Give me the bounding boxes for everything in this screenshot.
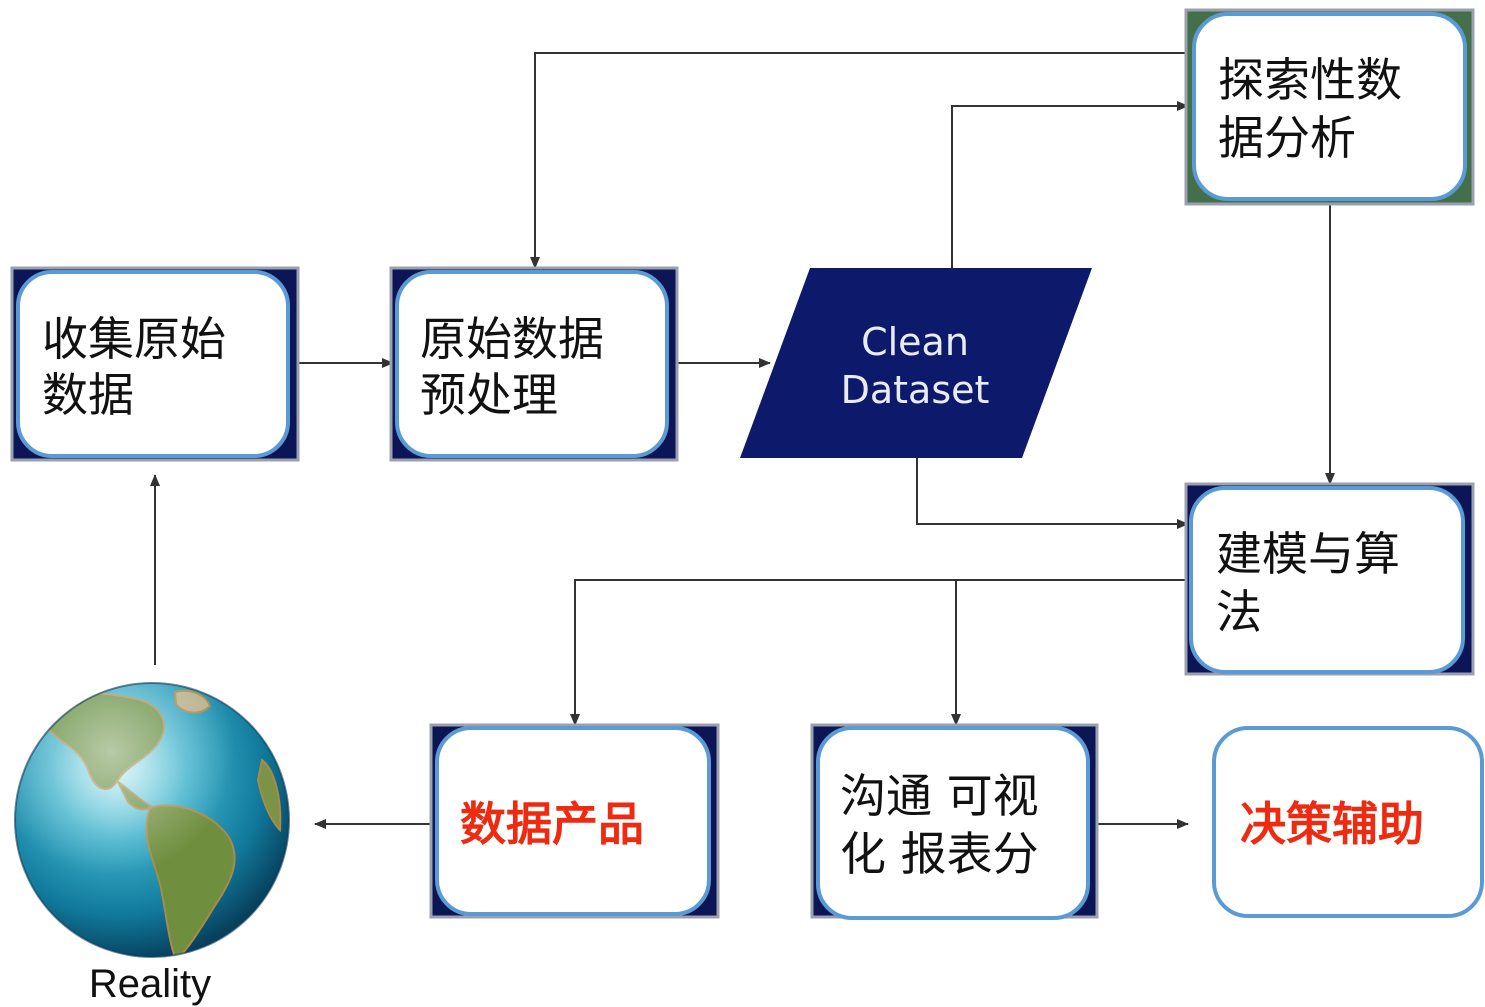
node-label: 沟通 可视化 报表分 <box>840 769 1039 881</box>
node-label: 数据产品 <box>460 797 644 851</box>
arrow-modeling-to-product <box>570 579 1188 726</box>
node-eda: 探索性数据分析 <box>1184 8 1475 206</box>
node-data-product: 数据产品 <box>429 723 720 919</box>
node-label: 收集原始数据 <box>42 312 226 422</box>
node-modeling: 建模与算法 <box>1184 482 1475 676</box>
node-preprocess: 原始数据预处理 <box>389 266 679 462</box>
node-communicate: 沟通 可视化 报表分 <box>810 723 1099 920</box>
arrow-clean-to-modeling <box>916 458 1189 529</box>
node-label: 建模与算法 <box>1216 527 1400 639</box>
node-collect-raw-data: 收集原始数据 <box>10 266 300 462</box>
node-label: 探索性数据分析 <box>1218 53 1402 165</box>
globe-icon <box>14 682 290 958</box>
node-label: 原始数据预处理 <box>420 312 604 422</box>
reality-label: Reality <box>89 962 211 1006</box>
node-label: 决策辅助 <box>1240 797 1424 851</box>
arrow-clean-to-eda <box>951 101 1189 268</box>
arrow-eda-to-preprocess <box>530 52 1188 269</box>
node-decision-support: 决策辅助 <box>1212 726 1484 918</box>
connectors <box>150 52 1335 829</box>
